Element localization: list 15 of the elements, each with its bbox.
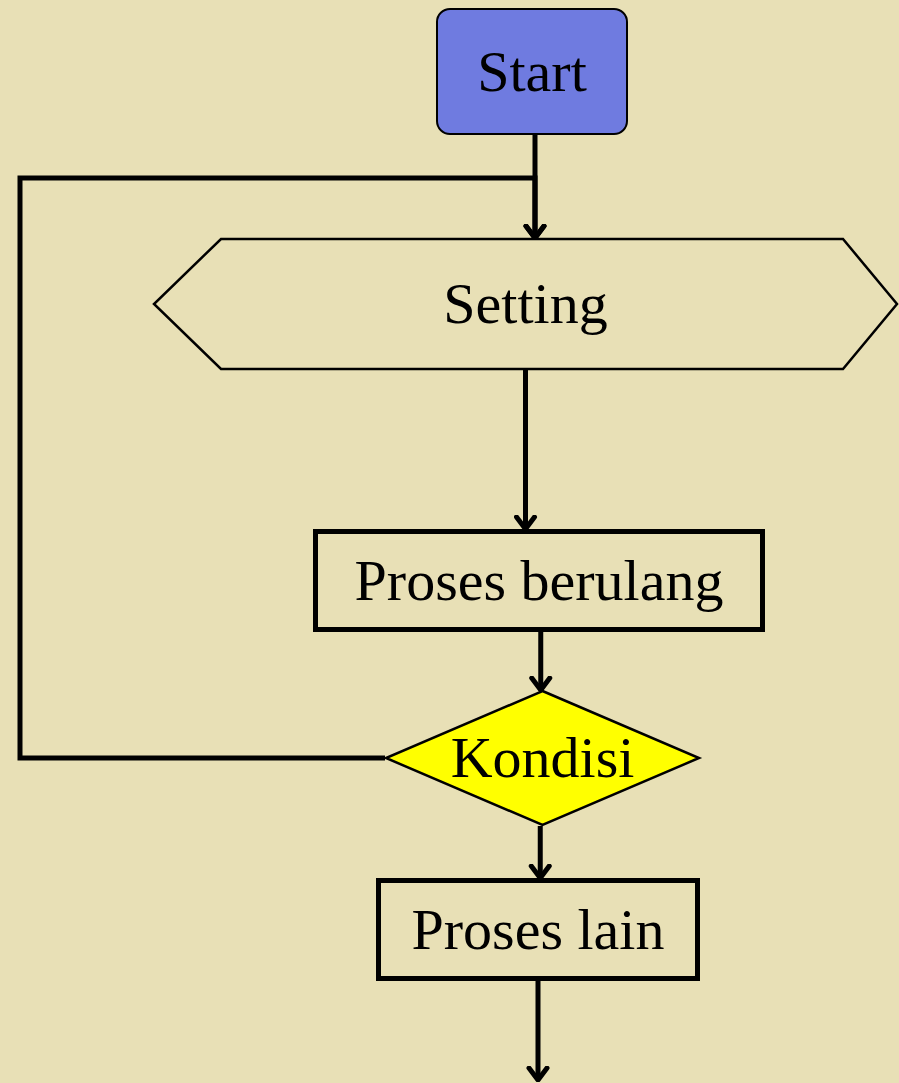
start-terminal [436,8,628,135]
process-box [376,878,700,981]
arrow [17,175,547,761]
decision-diamond [385,690,700,826]
arrow [529,632,553,693]
process-box [313,529,765,632]
node-label: Proses lain [411,900,665,959]
arrow [528,826,552,881]
preparation-hexagon [153,238,898,370]
node-label: Start [477,42,587,101]
node-label: Proses berulang [354,551,724,610]
arrow [514,370,537,532]
node-label: Kondisi [450,729,635,787]
node-label: Setting [443,275,608,333]
arrow [526,981,550,1083]
